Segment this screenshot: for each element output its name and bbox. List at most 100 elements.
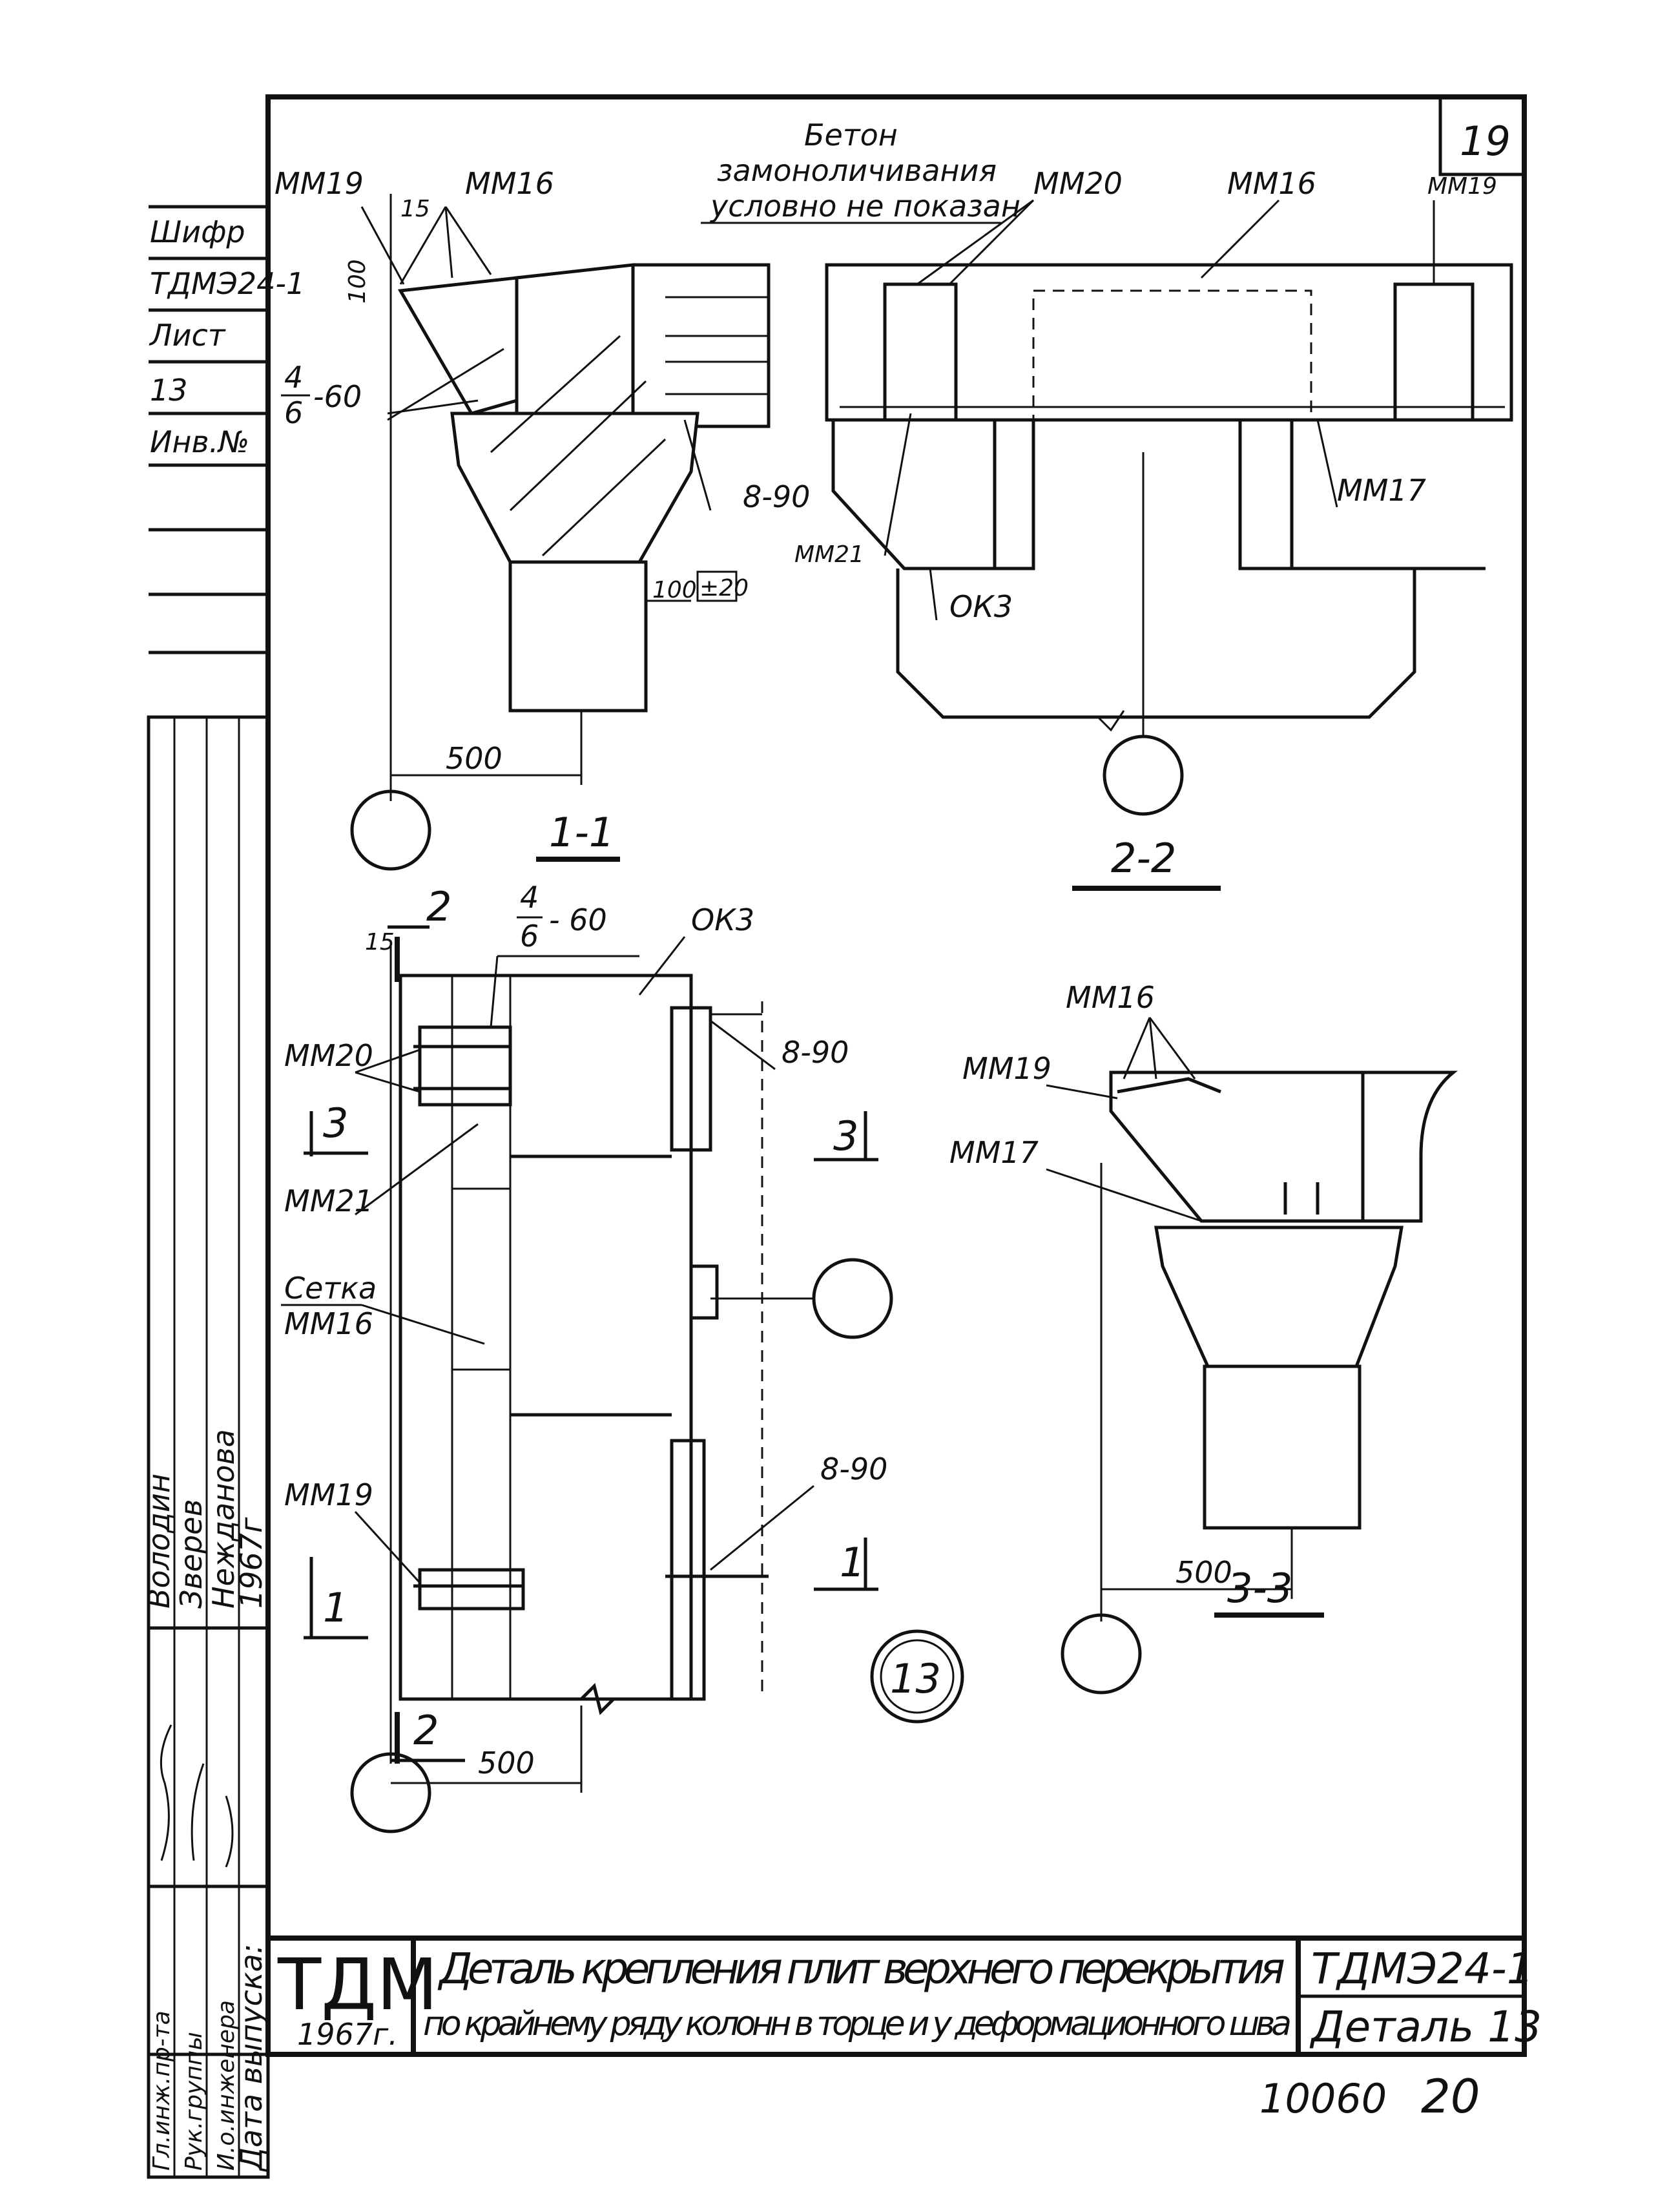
plan-frac-rest: - 60 xyxy=(549,903,607,937)
sig-name-date: 1967г xyxy=(234,1517,269,1609)
stamp-cell-code: ТДМЭ24-1 xyxy=(150,266,305,301)
sig-role-date: Дата выпуска: xyxy=(234,1944,269,2172)
section33-axis-bubble xyxy=(1061,1613,1142,1695)
signature-block: Гл.инж.пр-та Рук.группы И.о.инженера Дат… xyxy=(141,715,270,2179)
plan-cut-3-right: 3 xyxy=(833,1112,858,1160)
section11-weld-label: 8-90 xyxy=(743,479,810,514)
plan-frac-num: 4 xyxy=(520,880,539,915)
sig-role-chief: Гл.инж.пр-та xyxy=(149,2010,175,2171)
section33-adjacent-slab xyxy=(1361,1070,1458,1223)
stamp-cell-cipher: Шифр xyxy=(150,214,245,249)
sig-name-chief: Володин xyxy=(141,1474,176,1609)
section33-mm17-label: ММ17 xyxy=(949,1135,1039,1170)
section33-column-shaft xyxy=(1203,1364,1362,1530)
stamp-cell-sheet: Лист xyxy=(149,318,226,353)
plan-ok3-label: ОК3 xyxy=(691,903,754,937)
plan-weld-2: 8-90 xyxy=(820,1452,887,1487)
section22-slab xyxy=(825,263,1513,422)
title-org: ТДМ xyxy=(277,1943,438,2026)
section11-mm19-label: ММ19 xyxy=(274,166,364,201)
section33-mm16-label: ММ16 xyxy=(1066,980,1155,1015)
section22-axis-bubble xyxy=(1103,735,1184,816)
title-line-1: Деталь крепления плит верхнего перекрыти… xyxy=(437,1944,1285,1994)
section22-mm17-label: ММ17 xyxy=(1337,473,1426,508)
sig-name-group: Зверев xyxy=(174,1499,209,1609)
title-year: 1967г. xyxy=(297,2017,398,2052)
section11-dim-100: 100 xyxy=(344,259,371,304)
stamp-cell-inv: Инв.№ xyxy=(150,424,249,459)
detail-number: 13 xyxy=(890,1655,941,1702)
plan-axis-bubble-right xyxy=(812,1258,893,1339)
section22-hidden-zone xyxy=(1032,289,1312,421)
plan-cut-1-left: 1 xyxy=(323,1584,348,1631)
section11-slab-edge xyxy=(397,276,519,415)
section22-column-below xyxy=(896,569,1416,719)
stamp-cell-sheet-no: 13 xyxy=(150,373,188,408)
title-line-2: по крайнему ряду колонн в торце и у дефо… xyxy=(423,2005,1292,2043)
section33-title: 3-3 xyxy=(1227,1565,1292,1612)
sheet-number-box xyxy=(1438,97,1524,176)
section22-ok3-label: ОК3 xyxy=(949,589,1013,624)
left-stamp: Шифр ТДМЭ24-1 Лист 13 Инв.№ xyxy=(149,205,305,654)
plan-embed-mm19 xyxy=(418,1568,525,1611)
section33-column-head xyxy=(1154,1226,1404,1368)
detail-circle-outer xyxy=(870,1629,964,1724)
section22-mm20-label: ММ20 xyxy=(1033,166,1123,201)
section33-slab xyxy=(1109,1070,1365,1223)
section22-beton-1: Бетон xyxy=(804,118,898,152)
section11-axis-bubble xyxy=(350,789,431,871)
plan-slab-outline xyxy=(399,974,693,1701)
section22-beton-2: замоноличивания xyxy=(717,153,997,188)
plan-setka-mm16: ММ16 xyxy=(284,1306,373,1341)
title-code: ТДМЭ24-1 xyxy=(1311,1944,1534,1994)
section11-mm16-label: ММ16 xyxy=(465,166,554,201)
section11-dim-15: 15 xyxy=(400,196,430,222)
section22-title: 2-2 xyxy=(1111,835,1176,882)
section22-beton-3: условно не показан xyxy=(709,189,1020,224)
section22-mm16-label: ММ16 xyxy=(1227,166,1316,201)
sheet-number: 19 xyxy=(1460,118,1511,165)
section33-dim-500: 500 xyxy=(1176,1555,1232,1590)
section22-mm21-label: ММ21 xyxy=(794,541,864,568)
plan-cut-2-top: 2 xyxy=(426,883,451,930)
section11-column-head xyxy=(450,412,699,564)
plan-cut-2-bottom: 2 xyxy=(413,1707,439,1754)
plan-weld-1: 8-90 xyxy=(782,1035,849,1070)
plan-mm20-label: ММ20 xyxy=(284,1038,373,1073)
section11-dim-100b: 100 xyxy=(652,577,697,603)
section-3-3: 500 ММ16 ММ19 ММ17 3-3 xyxy=(949,980,1458,1695)
section33-mm19-label: ММ19 xyxy=(962,1051,1051,1086)
section11-frac-den: 6 xyxy=(284,395,303,430)
plan-dim-15: 15 xyxy=(365,929,395,955)
plan-cut-3-left: 3 xyxy=(323,1100,348,1147)
bottom-number: 10060 xyxy=(1259,2075,1387,2122)
plan-axis-bubble xyxy=(350,1752,431,1833)
section11-column-shaft xyxy=(508,560,648,713)
section11-adjacent-beam xyxy=(633,263,771,428)
plan-mm21-label: ММ21 xyxy=(284,1184,373,1218)
title-detail: Деталь 13 xyxy=(1309,2002,1542,2052)
section-2-2: Бетон замоноличивания условно не показан… xyxy=(701,118,1513,891)
plan-embed-mm20 xyxy=(418,1025,512,1107)
plan-setka-label: Сетка xyxy=(284,1271,377,1306)
section11-frac-num: 4 xyxy=(284,360,303,395)
section11-dim-pm20: ±20 xyxy=(699,575,749,601)
plan-dim-500: 500 xyxy=(478,1746,535,1780)
plan-mm19-label: ММ19 xyxy=(284,1477,373,1512)
plan-view: 15 2 4 6 - 60 ОК3 8-90 ММ20 3 3 ММ21 Сет… xyxy=(281,880,964,1833)
title-block: ТДМ 1967г. Деталь крепления плит верхнег… xyxy=(265,1936,1542,2057)
section-1-1: 500 100 ±20 ММ19 ММ16 15 100 4 6 -60 8-9… xyxy=(274,166,810,871)
section22-bracket-ok3 xyxy=(831,418,997,570)
sig-role-group: Рук.группы xyxy=(181,2032,207,2171)
sig-role-engineer: И.о.инженера xyxy=(213,2000,240,2171)
handwritten-signatures xyxy=(160,1724,234,1868)
plan-cut-1-right: 1 xyxy=(840,1539,865,1586)
plan-frac-den: 6 xyxy=(520,919,539,954)
section11-dim-500: 500 xyxy=(446,741,502,776)
sig-name-engineer: Нежданова xyxy=(206,1429,241,1609)
section11-title: 1-1 xyxy=(549,809,614,856)
section11-frac-rest: -60 xyxy=(313,379,362,414)
section22-mm19-label: ММ19 xyxy=(1427,173,1497,200)
